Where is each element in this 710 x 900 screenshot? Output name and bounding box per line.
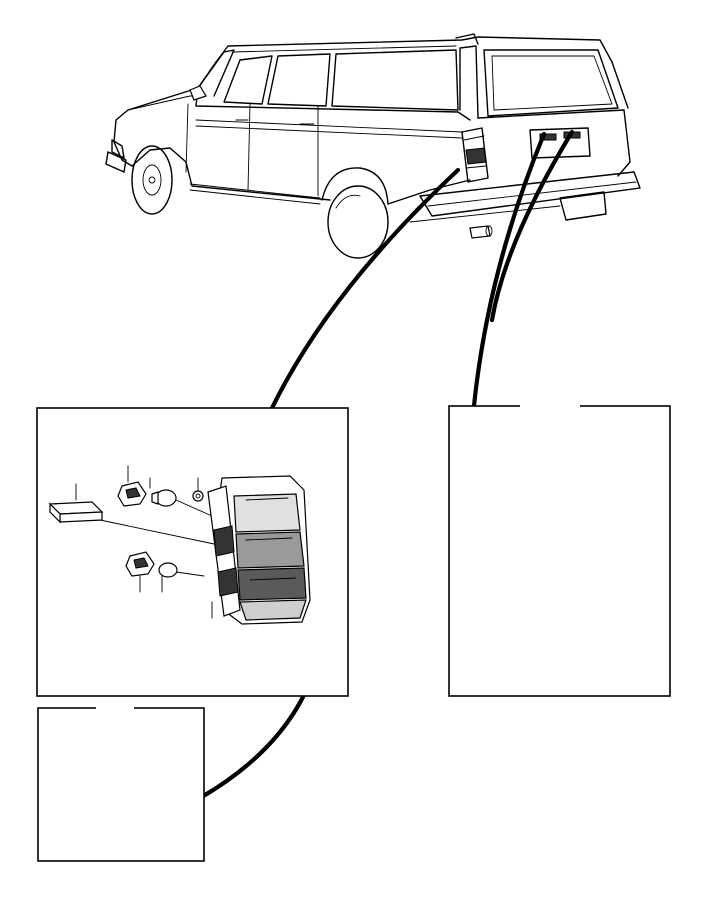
lower-bulb-socket-icon [125,551,178,593]
lens-detail-box [37,706,205,862]
station-wagon-illustration [105,33,641,259]
license-lamp-detail-box [448,404,671,697]
upper-bulb-socket-icon [117,465,204,507]
license-lamp-leader-b [489,129,575,323]
tail-light-lens-housing-icon [207,475,311,625]
license-lamp-leader-a [471,131,547,409]
tail-light-detail-box [36,407,349,697]
tail-light-leader [269,167,461,411]
bulb-holder-connector-icon [48,483,104,524]
